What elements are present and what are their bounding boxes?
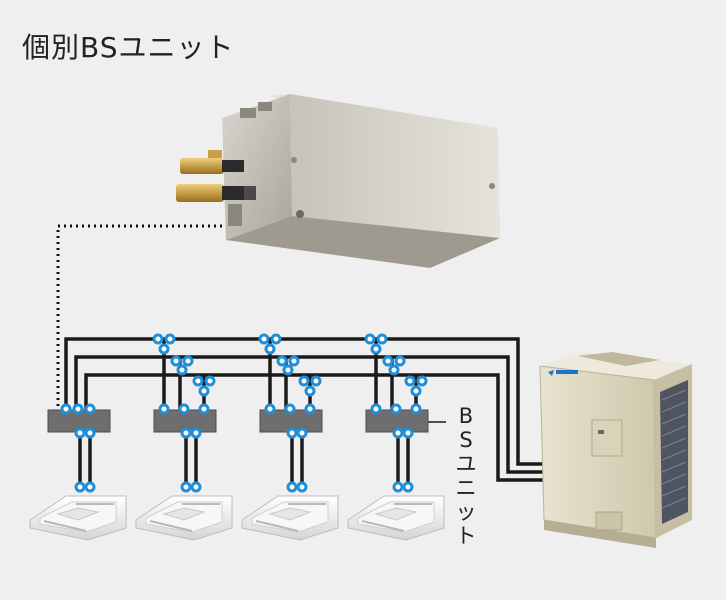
bs-unit-photo (176, 94, 500, 268)
page-title: 個別BSユニット (22, 31, 235, 64)
control-wire (56, 224, 222, 410)
drop-pipes (78, 432, 410, 486)
main-pipes (64, 337, 547, 482)
bs-unit-label-text: B S ユ ニ ッ ト (455, 404, 477, 548)
logo-icon (548, 370, 578, 376)
outdoor-unit-icon (539, 352, 692, 548)
ceiling-cassette-icon (29, 495, 127, 541)
ceiling-cassette-icon (135, 495, 233, 541)
bs-boxes (47, 409, 429, 433)
bs-unit-label: B S ユ ニ ッ ト (451, 404, 481, 548)
ceiling-cassette-icon (241, 495, 339, 541)
ceiling-cassette-icon (347, 495, 445, 541)
